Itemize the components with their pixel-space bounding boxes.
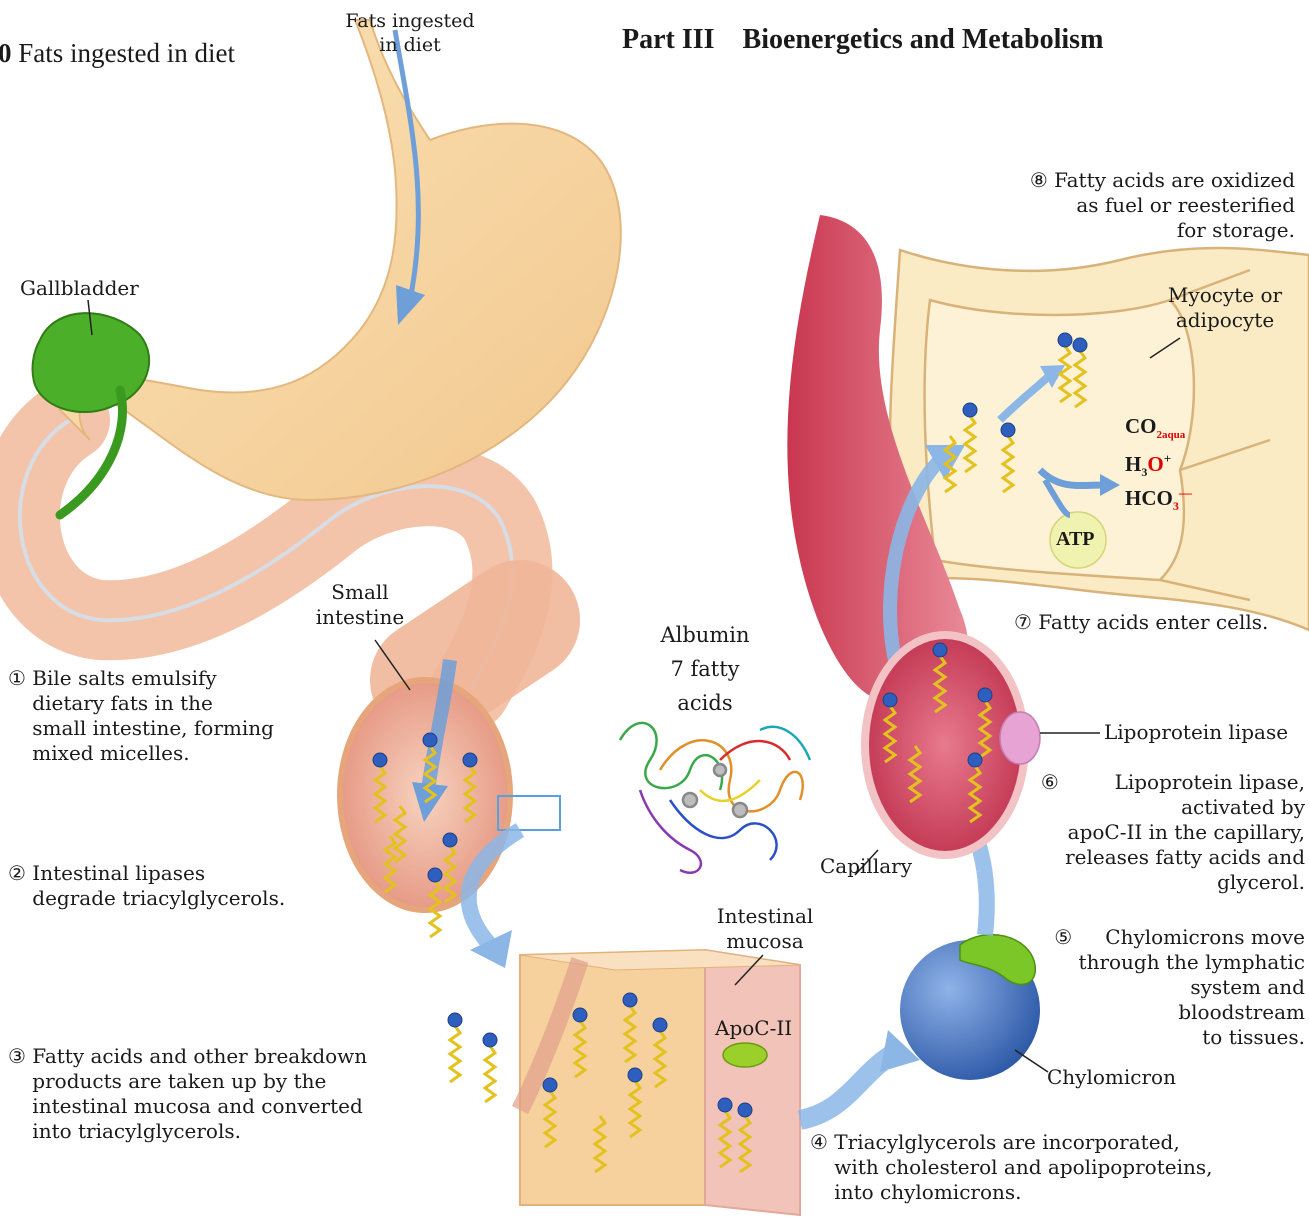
fatty-acid-molecule (910, 746, 920, 802)
step-6-text: Lipoprotein lipase, activated by apoC-II… (1065, 770, 1305, 895)
fatty-acid-molecule (978, 688, 992, 757)
fatty-acid-molecule (738, 1103, 752, 1172)
label-capillary: Capillary (820, 854, 912, 879)
fatty-acid-molecule (373, 753, 387, 822)
part-title: Bioenergetics and Metabolism (743, 24, 1104, 55)
hco3-superscript: — (1179, 485, 1192, 500)
h3o-superscript: + (1164, 451, 1171, 466)
step-8-text: Fatty acids are oxidized as fuel or rees… (1054, 168, 1295, 243)
hco3-hc: HCO (1125, 486, 1173, 510)
fatty-acid-molecule (968, 753, 982, 822)
fatty-acid-molecule (1001, 423, 1015, 492)
fatty-acid-molecule (463, 753, 477, 822)
fatty-acid-molecule (428, 868, 442, 937)
step-5-number: ⑤ (1054, 925, 1072, 949)
step-2: ② Intestinal lipases degrade triacylglyc… (8, 861, 285, 911)
label-albumin: Albumin 7 fatty acids (640, 618, 770, 720)
step-2-number: ② (8, 861, 26, 885)
step-3-number: ③ (8, 1044, 26, 1068)
co2-subscript: 2aqua (1157, 429, 1186, 441)
step-3: ③ Fatty acids and other breakdown produc… (8, 1044, 367, 1144)
fatty-acid-molecule (423, 733, 437, 802)
figure-title: 0 Fats ingested in diet (0, 38, 235, 69)
fatty-acid-molecule (963, 403, 977, 472)
fatty-acid-molecule (595, 1116, 605, 1172)
fatty-acid-molecule (385, 836, 395, 892)
fatty-acid-molecule (543, 1078, 557, 1147)
fatty-acid-molecule (883, 693, 897, 762)
label-small-intestine: Small intestine (300, 580, 420, 630)
step-1: ① Bile salts emulsify dietary fats in th… (8, 666, 274, 766)
step-8: ⑧ Fatty acids are oxidized as fuel or re… (1030, 168, 1295, 243)
step-6-number: ⑥ (1041, 770, 1059, 794)
step-1-number: ① (8, 666, 26, 690)
step-2-text: Intestinal lipases degrade triacylglycer… (32, 861, 285, 911)
fatty-acid-molecule (623, 993, 637, 1062)
step-7-number: ⑦ (1014, 610, 1032, 634)
label-intestinal-mucosa: Intestinal mucosa (690, 904, 840, 954)
step-1-text: Bile salts emulsify dietary fats in the … (32, 666, 274, 766)
product-co2: CO2aqua (1125, 413, 1185, 448)
label-apoc2: ApoC-II (715, 1016, 792, 1041)
h3o-o: O (1147, 452, 1163, 476)
fatty-acid-molecule (718, 1098, 732, 1167)
step-4-text: Triacylglycerols are incorporated, with … (834, 1130, 1212, 1205)
label-myocyte: Myocyte or adipocyte (1155, 283, 1295, 333)
fatty-acid-molecule (483, 1033, 497, 1102)
fatty-acid-molecule (1058, 333, 1072, 402)
figure-number: 0 (0, 38, 12, 68)
fatty-acid-molecule (443, 833, 457, 902)
fatty-acid-molecule (395, 806, 405, 862)
h3o-h: H (1125, 452, 1141, 476)
fatty-acid-molecule (573, 1008, 587, 1077)
step-8-number: ⑧ (1030, 168, 1048, 192)
fatty-acid-molecule (1073, 338, 1087, 407)
label-lipoprotein-lipase: Lipoprotein lipase (1104, 720, 1288, 745)
step-6: ⑥ Lipoprotein lipase, activated by apoC-… (1041, 770, 1305, 895)
figure-title-text: Fats ingested in diet (18, 38, 235, 68)
fatty-acid-molecule (653, 1018, 667, 1087)
label-atp: ATP (1056, 528, 1095, 551)
step-3-text: Fatty acids and other breakdown products… (32, 1044, 367, 1144)
fatty-acid-molecule (448, 1013, 462, 1082)
step-5: ⑤ Chylomicrons move through the lymphati… (1054, 925, 1305, 1050)
step-4-number: ④ (810, 1130, 828, 1154)
step-7-text: Fatty acids enter cells. (1038, 610, 1268, 634)
label-gallbladder: Gallbladder (20, 276, 139, 301)
step-5-text: Chylomicrons move through the lymphatic … (1079, 925, 1305, 1050)
product-hco3: HCO3— (1125, 480, 1192, 519)
hco3-subscript: 3 (1173, 499, 1179, 513)
label-fats-ingested: Fats ingested in diet (335, 9, 485, 57)
fatty-acid-molecule (945, 436, 955, 492)
part-heading: Part III Bioenergetics and Metabolism (622, 24, 1103, 56)
step-4: ④ Triacylglycerols are incorporated, wit… (810, 1130, 1212, 1205)
label-chylomicron: Chylomicron (1047, 1065, 1176, 1090)
fatty-acid-molecule (628, 1068, 642, 1137)
part-label: Part III (622, 24, 715, 55)
step-7: ⑦ Fatty acids enter cells. (1014, 610, 1268, 635)
co2-c: CO (1125, 414, 1157, 438)
fatty-acid-molecule (933, 643, 947, 712)
